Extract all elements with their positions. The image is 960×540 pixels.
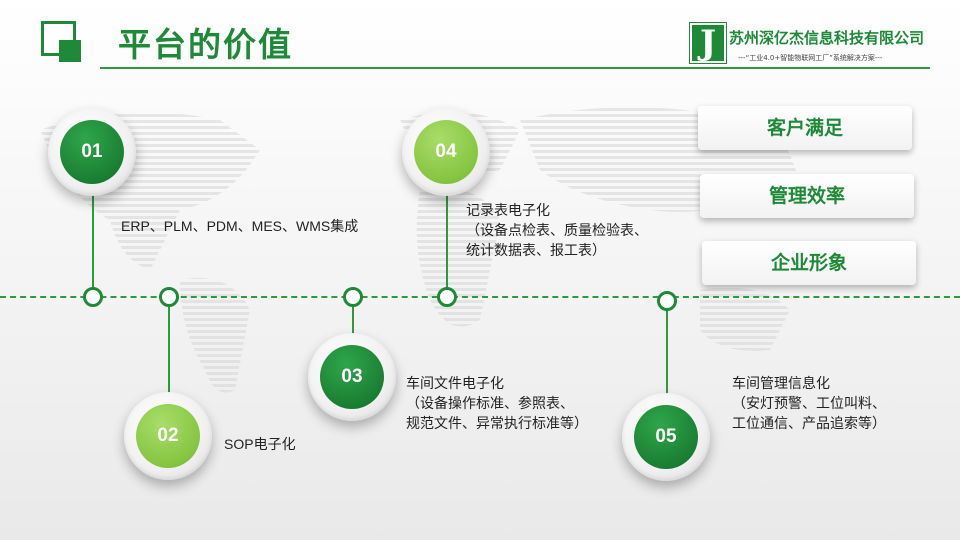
milestone-01-label: ERP、PLM、PDM、MES、WMS集成 [121,218,359,234]
milestone-02: 02 [124,392,212,480]
header-divider [100,67,930,69]
timeline-node-01 [83,287,103,307]
connector-02 [168,296,170,398]
milestone-03: 03 [308,333,396,421]
milestone-01: 01 [48,108,136,196]
timeline-node-04 [437,287,457,307]
timeline-node-05 [657,291,677,311]
milestone-number: 02 [136,404,200,468]
milestone-05: 05 [622,393,710,481]
company-slogan: ---“工业4.0+智能物联网工厂”系统解决方案--- [738,54,883,62]
page-title: 平台的价值 [118,25,293,64]
company-logo: J [689,22,727,64]
milestone-number: 05 [634,405,698,469]
milestone-number: 03 [320,345,384,409]
value-panel-customer: 客户满足 [698,106,912,150]
value-panel-image: 企业形象 [702,241,916,285]
company-name: 苏州深亿杰信息科技有限公司 [729,29,925,47]
milestone-05-label: 车间管理信息化 （安灯预警、工位叫料、 工位通信、产品追索等） [732,375,886,431]
milestone-number: 01 [60,120,124,184]
milestone-02-label: SOP电子化 [224,436,296,452]
milestone-04: 04 [402,108,490,196]
timeline-node-02 [159,287,179,307]
milestone-number: 04 [414,120,478,184]
value-panel-efficiency: 管理效率 [700,174,914,218]
timeline-axis [0,296,960,298]
milestone-04-label: 记录表电子化 （设备点检表、质量检验表、 统计数据表、报工表） [466,202,648,258]
connector-05 [666,300,668,398]
connector-01 [92,192,94,296]
connector-04 [446,194,448,296]
connector-03 [352,296,354,336]
timeline-node-03 [343,287,363,307]
title-decoration-fill [59,40,81,62]
milestone-03-label: 车间文件电子化 （设备操作标准、参照表、 规范文件、异常执行标准等） [406,375,588,431]
